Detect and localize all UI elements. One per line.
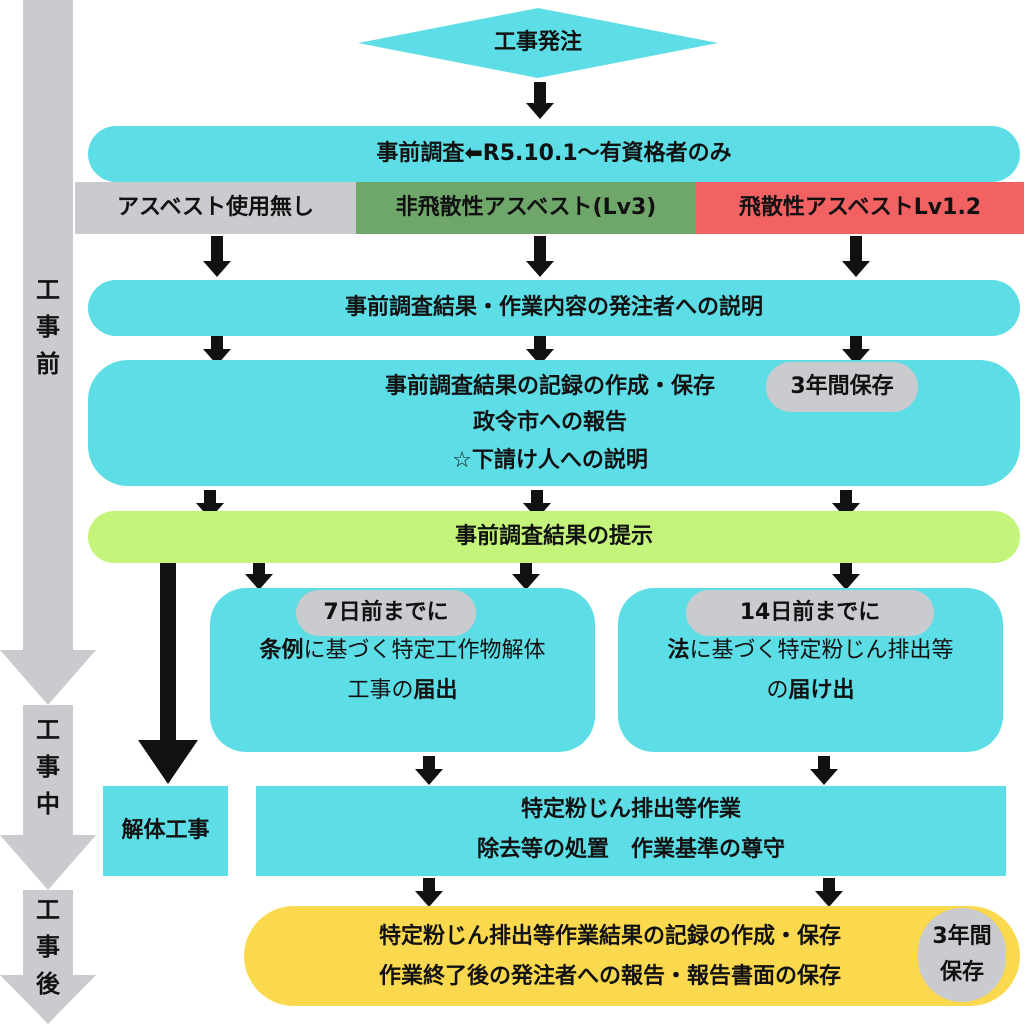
law-deadline-badge: 14日前までに [686,590,934,636]
arrow-head [203,261,231,277]
arrow-shaft [204,490,216,504]
phase-before-label: 工事前 [36,276,60,379]
arrow-shaft [840,563,852,575]
ordinance-line2: 工事の届出 [210,670,595,712]
final-badge-line1: 3年間 [932,923,992,949]
ordinance-text1: に基づく特定工作物解体 [303,637,546,663]
phase-arrow [0,0,96,1024]
law-text2: の [766,677,789,703]
big-arrow-shaft [160,563,176,741]
record-line1: 事前調査結果の記録の作成・保存 [384,373,715,399]
arrow-shaft [840,490,852,504]
arrow-head [526,261,554,277]
arrow-shaft [531,490,543,504]
final-line2: 作業終了後の発注者への報告・報告書面の保存 [378,963,841,989]
arrow-order-shaft [534,82,546,104]
arrow-shaft [850,336,862,350]
arrow-head [512,574,540,590]
arrow-head [415,891,443,907]
phase-after-label: 工事後 [36,896,60,999]
order-diamond [358,8,718,78]
survey-box: 事前調査⬅R5.10.1～有資格者のみ [88,126,1020,182]
record-retention-badge: 3年間保存 [766,362,918,412]
record-line3: ☆下請け人への説明 [452,447,648,473]
dust-work-line2: 除去等の処置 作業基準の尊守 [476,836,785,862]
arrow-head [832,574,860,590]
arrow-order-head [526,103,554,119]
ordinance-deadline-badge: 7日前までに [296,590,476,636]
law-bold2: 届け出 [788,677,855,703]
arrow-shaft [818,756,830,770]
law-line2: の届け出 [618,670,1003,712]
phase-during-label: 工事中 [36,716,60,819]
arrow-shaft [520,563,532,575]
arrow-head [815,891,843,907]
demolition-box: 解体工事 [103,786,228,876]
final-box [244,906,1020,1006]
dust-work-line1: 特定粉じん排出等作業 [520,796,741,822]
order-label: 工事発注 [493,29,582,55]
final-badge-line2: 保存 [939,959,984,985]
arrow-head [415,769,443,785]
ordinance-bold2: 届出 [413,677,458,703]
ordinance-bold1: 条例 [259,637,304,663]
arrow-shaft [211,236,223,262]
arrow-shaft [534,336,546,350]
record-line2: 政令市への報告 [472,409,627,435]
big-arrow-head [138,740,198,784]
ordinance-text2: 工事の [347,677,414,703]
arrow-shaft [211,336,223,350]
law-bold1: 法 [667,637,690,663]
arrow-shaft [850,236,862,262]
present-box: 事前調査結果の提示 [88,511,1020,563]
arrow-head [245,574,273,590]
ordinance-line1: 条例に基づく特定工作物解体 [210,630,595,672]
dust-work-box [256,786,1006,876]
arrow-shaft [823,878,835,892]
arrow-head [842,261,870,277]
final-retention-badge [918,908,1006,1002]
explain-client-box: 事前調査結果・作業内容の発注者への説明 [88,280,1020,336]
arrow-shaft [253,563,265,575]
arrow-head [810,769,838,785]
law-text1: に基づく特定粉じん排出等 [689,637,954,663]
law-line1: 法に基づく特定粉じん排出等 [618,630,1003,672]
category-lv12: 飛散性アスベストLv1.2 [696,182,1024,234]
arrow-shaft [534,236,546,262]
category-lv3: 非飛散性アスベスト(Lv3) [356,182,696,234]
final-line1: 特定粉じん排出等作業結果の記録の作成・保存 [378,923,841,949]
arrow-shaft [423,878,435,892]
category-none: アスベスト使用無し [75,182,356,234]
arrow-shaft [423,756,435,770]
